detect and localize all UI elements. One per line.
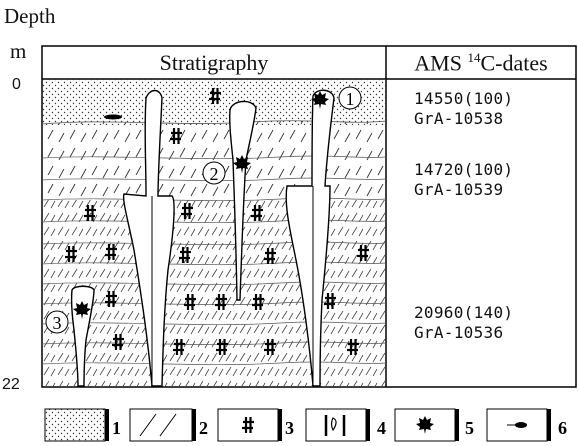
legend-number: 1 — [112, 418, 121, 438]
legend-item-6: 6 — [486, 408, 567, 442]
date-age: 20960(140) — [414, 303, 514, 322]
diagonal-hatch-icon — [129, 408, 193, 442]
legend-item-5: 5 — [394, 408, 474, 442]
ice-wedge-large-right — [285, 89, 335, 387]
sample-marker-1: 1 — [338, 86, 362, 110]
marker-label: 3 — [53, 313, 62, 333]
legend-item-4: 4 — [305, 408, 386, 442]
legend-number: 6 — [558, 418, 567, 438]
dotted-sand-icon — [44, 408, 106, 442]
legend-item-1: 1 — [44, 408, 121, 442]
laminae-lines — [42, 155, 386, 366]
depth-tick-bottom: 22 — [2, 376, 20, 393]
depth-tick-top: 0 — [12, 76, 21, 93]
sample-marker-3: 3 — [45, 310, 69, 334]
sample-marker-2: 2 — [202, 161, 226, 185]
ams-prefix: AMS — [414, 50, 468, 76]
legend-item-3: 3 — [217, 408, 294, 442]
ams-dates-header: AMS 14C-dates — [386, 50, 576, 76]
stratigraphy-header: Stratigraphy — [159, 50, 269, 75]
ice-wedge-middle — [229, 100, 257, 301]
date-entry-3: 20960(140) GrA-10536 — [414, 303, 513, 343]
stratigraphy-column — [42, 79, 386, 387]
hash-icon — [217, 408, 279, 442]
legend: 1 2 3 4 5 — [44, 408, 567, 442]
axis-unit: m — [10, 39, 27, 63]
date-lab-code: GrA-10539 — [414, 180, 504, 199]
lens-symbol — [104, 114, 122, 120]
date-entry-2: 14720(100) GrA-10539 — [414, 160, 513, 200]
ams-suffix: C-dates — [480, 50, 548, 76]
legend-item-2: 2 — [129, 408, 208, 442]
date-age: 14720(100) — [414, 160, 514, 179]
date-lab-code: GrA-10538 — [414, 109, 504, 128]
legend-number: 2 — [199, 418, 208, 438]
sample-markers: 1 2 3 — [45, 86, 362, 334]
date-entry-1: 14550(100) GrA-10538 — [414, 89, 513, 129]
date-lab-code: GrA-10536 — [414, 323, 504, 342]
marker-label: 1 — [346, 89, 355, 109]
legend-number: 5 — [465, 418, 474, 438]
axis-title: Depth — [4, 4, 56, 28]
legend-number: 3 — [285, 418, 294, 438]
date-age: 14550(100) — [414, 89, 514, 108]
ice-wedge-large-left — [122, 89, 175, 387]
legend-number: 4 — [377, 418, 386, 438]
hatched-layer — [42, 120, 386, 200]
ams-isotope: 14 — [467, 50, 481, 65]
marker-label: 2 — [210, 164, 219, 184]
